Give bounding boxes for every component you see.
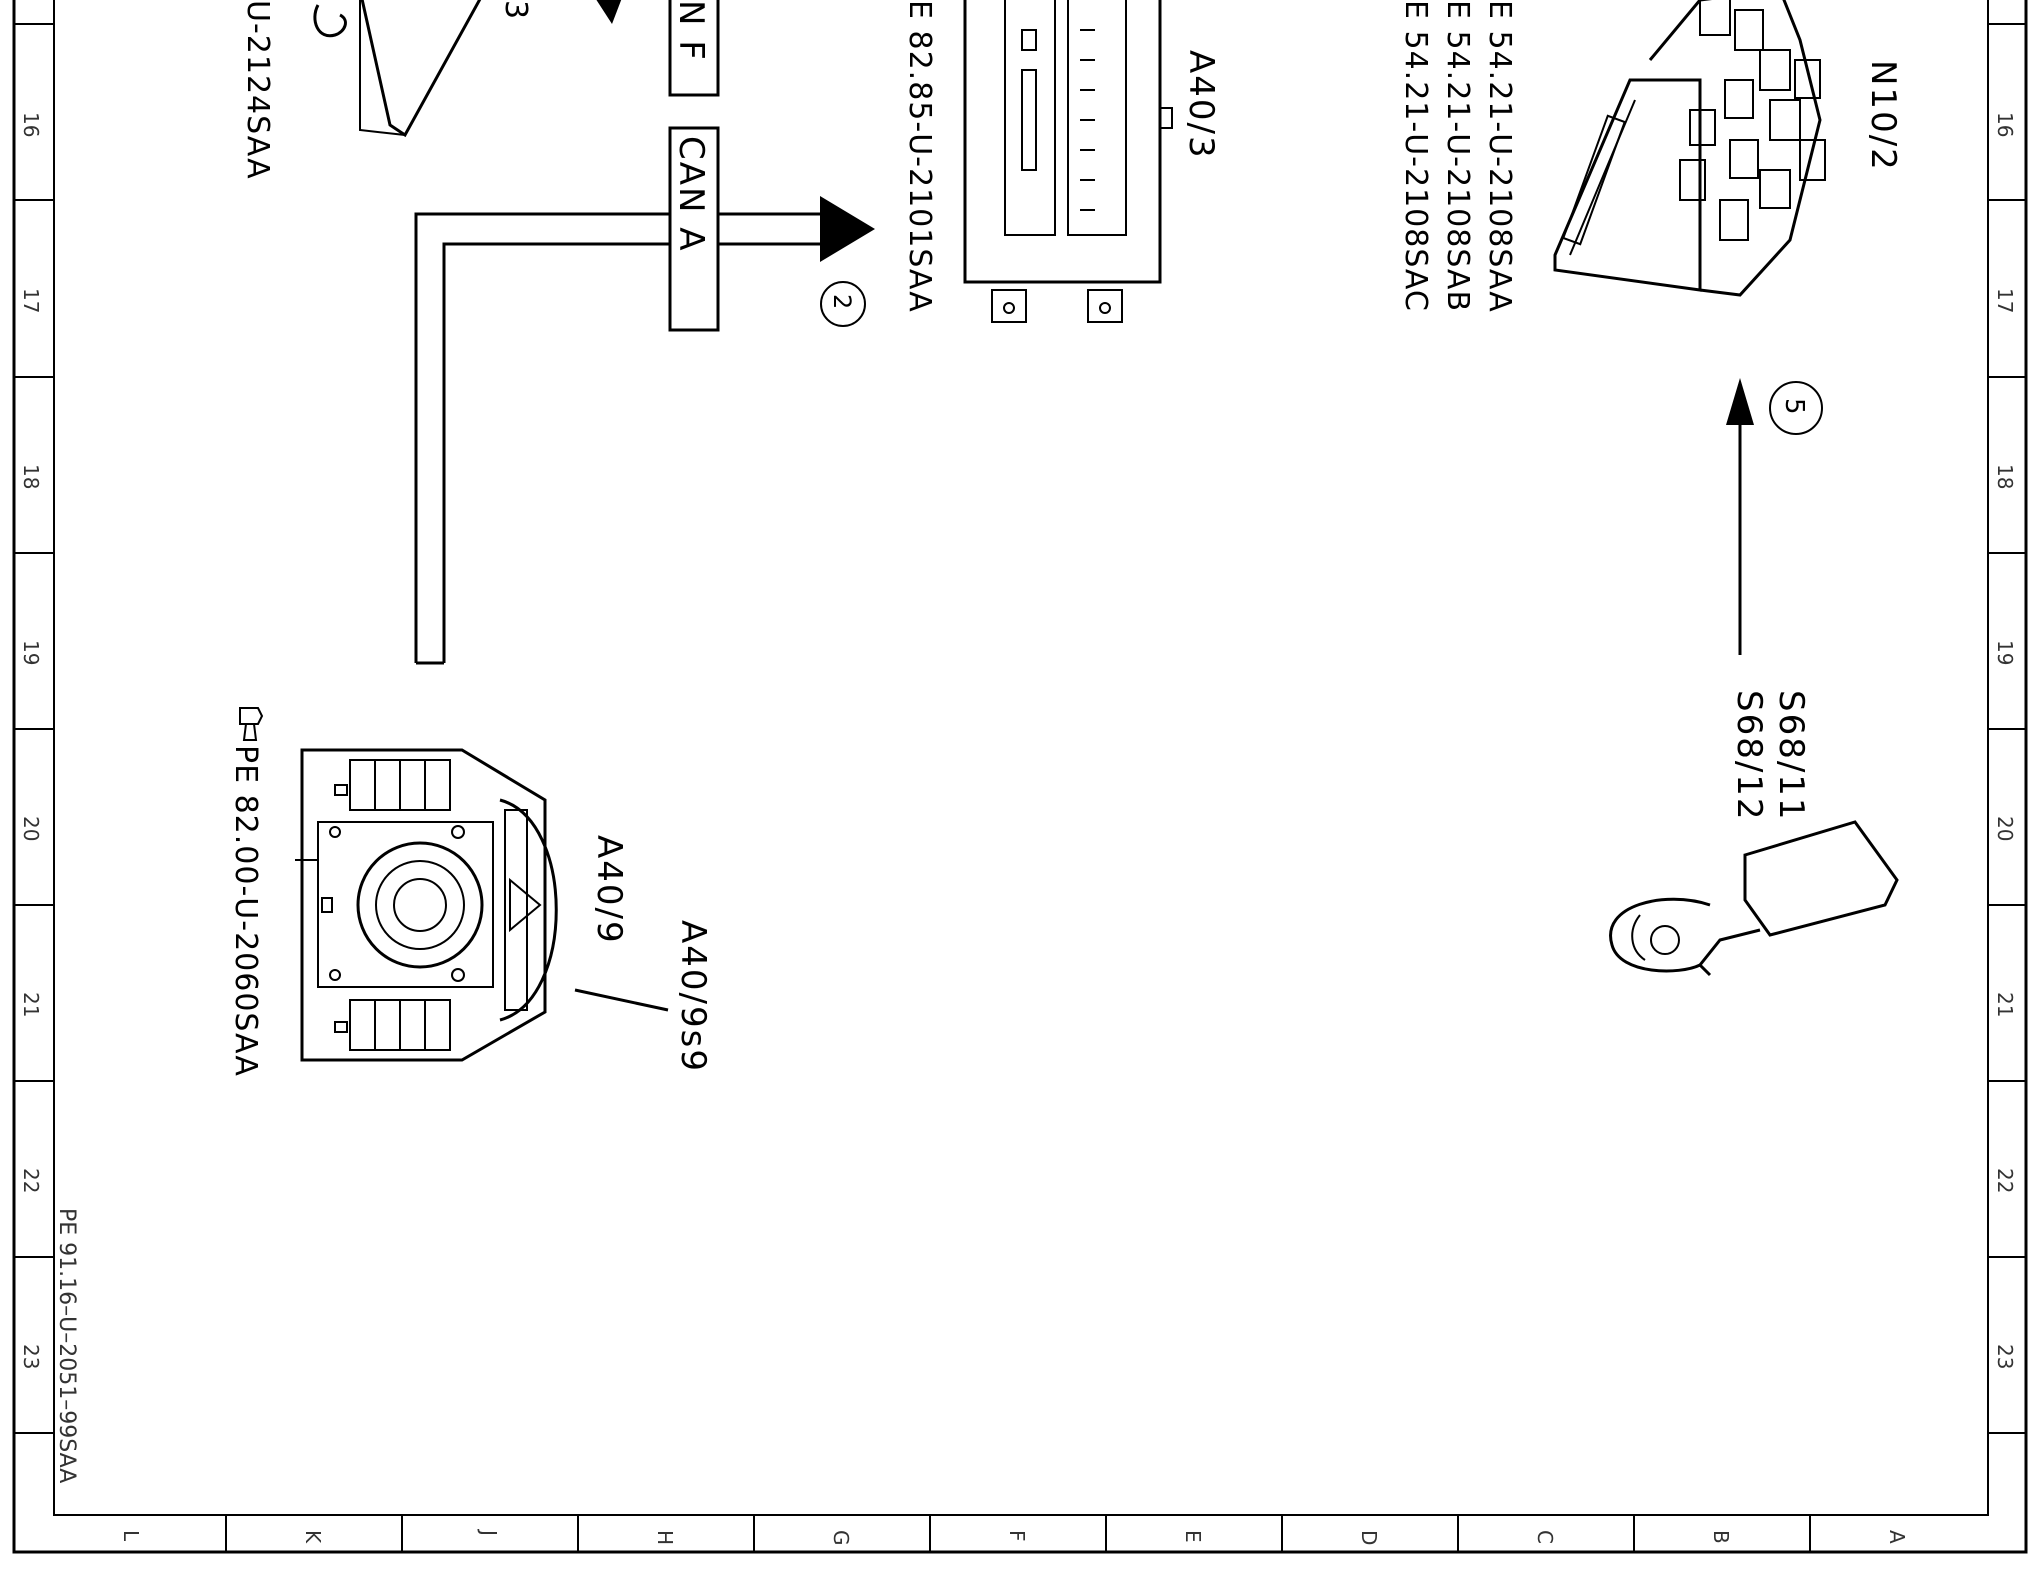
arrow-head-icon xyxy=(596,0,622,24)
connector-hook-icon xyxy=(313,4,347,38)
grid-number-19-left: 19 xyxy=(19,640,43,665)
s68-12-designation: S68/12 xyxy=(1729,690,1769,822)
grid-number-17-left: 17 xyxy=(19,288,43,313)
grid-number-21-left: 21 xyxy=(19,992,43,1017)
grid-letter-E: E xyxy=(1181,1530,1205,1543)
grid-number-18-left: 18 xyxy=(19,464,43,489)
grid-number-21-right: 21 xyxy=(1993,992,2017,1017)
grid-letter-G: G xyxy=(829,1530,853,1546)
can-a-wire: CAN A 2 xyxy=(414,126,875,665)
partial-component-number: 3 xyxy=(498,0,533,20)
arrow-head-icon xyxy=(1726,378,1754,425)
grid-letter-K: K xyxy=(301,1530,325,1544)
outer-frame xyxy=(12,0,2028,1554)
n10-2-component: N10/2 E 54.21-U-2108SAA E 54.21-U-2108SA… xyxy=(1398,0,1903,313)
grid-letter-A: A xyxy=(1885,1530,1909,1544)
document-reference: PE 91.16–U–2051–99SAA xyxy=(54,1208,79,1483)
pointing-hand-icon xyxy=(239,707,264,741)
bottom-grid-row: L K J H G F E D C B A xyxy=(54,1514,1988,1552)
a40-9-component: A40/9 A40/9s9 PE 82.00-U-2060SAA xyxy=(228,707,713,1077)
grid-number-20-left: 20 xyxy=(19,816,43,841)
grid-number-16-right: 16 xyxy=(1993,112,2017,137)
grid-number-18-right: 18 xyxy=(1993,464,2017,489)
grid-letter-C: C xyxy=(1533,1530,1557,1544)
left-grid-column: 16 17 18 19 20 21 22 23 xyxy=(14,23,54,1434)
marker-2-text: 2 xyxy=(828,294,856,310)
grid-number-16-left: 16 xyxy=(19,112,43,137)
n10-2-ref-2: E 54.21-U-2108SAB xyxy=(1440,0,1475,312)
grid-letter-H: H xyxy=(653,1530,677,1545)
right-grid-column: 16 17 18 19 20 21 22 23 xyxy=(1988,23,2026,1434)
a40-9s9-leader xyxy=(574,988,669,1012)
grid-number-20-right: 20 xyxy=(1993,816,2017,841)
grid-number-22-right: 22 xyxy=(1993,1168,2017,1193)
can-f-text: N F xyxy=(671,0,711,62)
grid-number-23-right: 23 xyxy=(1993,1344,2017,1369)
grid-letter-B: B xyxy=(1709,1530,1733,1544)
a40-3-component: A40/3 E 82.85-U-2101SAA xyxy=(902,0,1221,323)
partial-component-ref: U-2124SAA xyxy=(240,0,275,180)
can-a-text: CAN A xyxy=(671,136,711,253)
a40-3-ref: E 82.85-U-2101SAA xyxy=(902,0,937,313)
grid-number-23-left: 23 xyxy=(19,1344,43,1369)
grid-letter-J: J xyxy=(477,1528,501,1536)
a40-9-designation: A40/9 xyxy=(589,835,629,945)
marker-5-text: 5 xyxy=(1779,398,1809,416)
s68-11-designation: S68/11 xyxy=(1771,690,1811,822)
inner-frame xyxy=(53,0,1989,1516)
grid-number-22-left: 22 xyxy=(19,1168,43,1193)
can-a-label-box xyxy=(668,126,720,332)
n10-2-ref-1: E 54.21-U-2108SAA xyxy=(1482,0,1517,313)
n10-2-ref-3: E 54.21-U-2108SAC xyxy=(1398,0,1433,312)
grid-letter-D: D xyxy=(1357,1530,1381,1545)
partial-component-top-left: U-2124SAA 3 xyxy=(240,0,622,180)
hazard-triangle-icon xyxy=(509,877,542,933)
can-f-label: N F xyxy=(668,0,720,97)
circle-marker-icon xyxy=(820,281,866,327)
grid-letter-L: L xyxy=(119,1530,143,1542)
circle-marker-icon xyxy=(1769,381,1823,435)
arrow-head-icon xyxy=(820,196,875,262)
marker-5-arrow: 5 xyxy=(1726,378,1823,655)
a40-9-ref: PE 82.00-U-2060SAA xyxy=(228,745,263,1077)
grid-number-19-right: 19 xyxy=(1993,640,2017,665)
grid-number-17-right: 17 xyxy=(1993,288,2017,313)
s68-component: S68/11 S68/12 xyxy=(1609,690,1899,977)
grid-letter-F: F xyxy=(1005,1530,1029,1542)
a40-3-designation: A40/3 xyxy=(1181,50,1221,160)
n10-2-designation: N10/2 xyxy=(1863,60,1903,172)
a40-9s9-designation: A40/9s9 xyxy=(673,920,713,1073)
